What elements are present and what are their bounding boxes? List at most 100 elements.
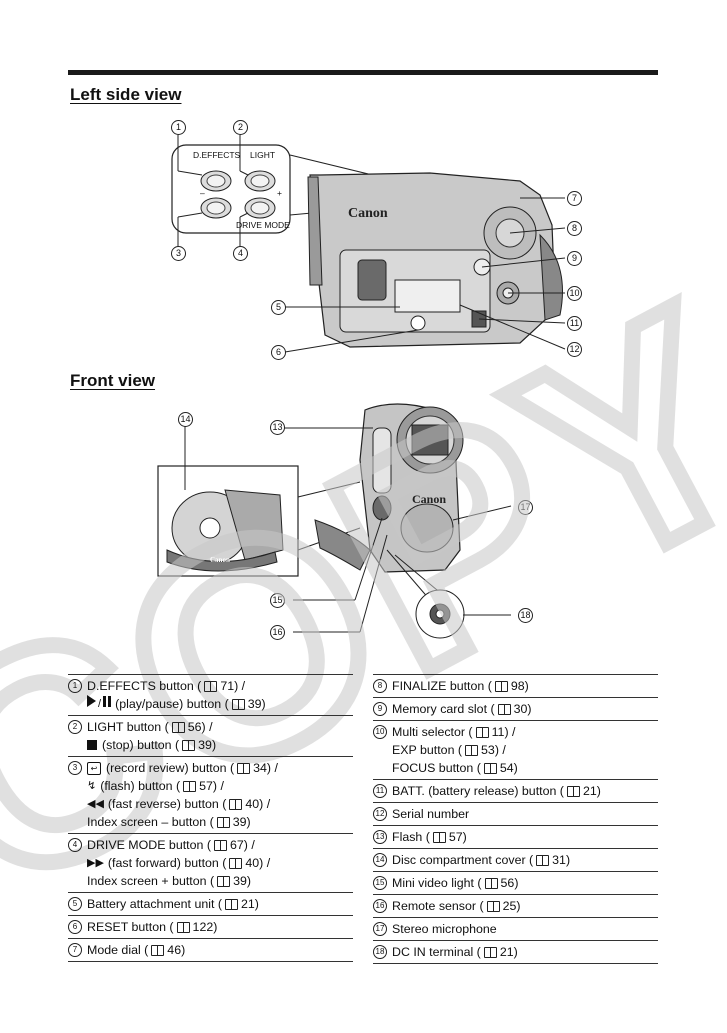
part-suffix: )	[565, 853, 571, 867]
book-icon	[566, 785, 580, 797]
part-suffix: ) /	[234, 679, 246, 693]
callout-14: 14	[178, 412, 193, 427]
plus-label: +	[277, 188, 282, 198]
book-icon	[217, 875, 231, 887]
canon-logo-front: Canon	[412, 492, 447, 506]
book-icon	[176, 921, 190, 933]
part-suffix: ) /	[266, 761, 278, 775]
part-suffix: )	[513, 945, 518, 959]
part-line: (stop) button (39)	[68, 736, 353, 754]
part-text: D.EFFECTS button (	[87, 679, 202, 693]
page-ref: 40	[245, 797, 260, 811]
page-ref: 21	[240, 897, 255, 911]
callout-3: 3	[171, 246, 186, 261]
page-ref: 54	[499, 761, 514, 775]
page-ref: 56	[500, 876, 515, 890]
part-text: Disc compartment cover (	[392, 853, 534, 867]
part-suffix: )	[181, 943, 186, 957]
part-text: Multi selector (	[392, 725, 473, 739]
page-ref: 57	[199, 779, 213, 793]
stop-icon	[87, 740, 97, 750]
part-line: EXP button (53) /	[373, 741, 658, 759]
part-text: Serial number	[392, 807, 470, 821]
book-icon	[483, 762, 497, 774]
part-text: EXP button (	[392, 743, 463, 757]
part-line: ↯(flash) button (57) /	[68, 777, 353, 795]
book-icon	[224, 898, 238, 910]
part-text: (play/pause) button (	[115, 697, 229, 711]
part-suffix: )	[524, 679, 529, 693]
d-effects-label: D.EFFECTS	[193, 150, 241, 160]
part-text: Memory card slot (	[392, 702, 495, 716]
book-icon	[497, 703, 511, 715]
part-text: (flash) button (	[100, 779, 181, 793]
part-number: 17	[373, 922, 387, 936]
callout-6: 6	[271, 345, 286, 360]
part-number: 11	[373, 784, 387, 798]
part-suffix: )	[213, 920, 218, 934]
book-icon	[483, 946, 497, 958]
book-icon	[432, 831, 446, 843]
callout-9: 9	[567, 251, 582, 266]
part-number: 16	[373, 899, 387, 913]
part-number: 9	[373, 702, 387, 716]
page-ref: 30	[513, 702, 528, 716]
book-icon	[494, 680, 508, 692]
front-view-illustration: 14 13 17 15 18 16 Canon Canon	[155, 400, 545, 645]
part-line: Index screen – button (39)	[68, 813, 353, 831]
fast-forward-icon: ▶▶	[87, 857, 104, 869]
part-number: 6	[68, 920, 82, 934]
left-side-view-title: Left side view	[70, 85, 182, 104]
page-ref: 98	[510, 679, 525, 693]
part-text: FOCUS button (	[392, 761, 481, 775]
page-ref: 31	[552, 853, 566, 867]
flash-icon: ↯	[87, 780, 97, 792]
page-ref: 67	[229, 838, 244, 852]
callout-8: 8	[567, 221, 582, 236]
part-suffix: ) /	[504, 725, 516, 739]
part-text: Mini video light (	[392, 876, 482, 890]
part-suffix: )	[596, 784, 601, 798]
callout-2: 2	[233, 120, 248, 135]
light-label: LIGHT	[250, 150, 276, 160]
part-suffix: ) /	[201, 720, 213, 734]
book-icon	[229, 798, 243, 810]
part-text: (stop) button (	[102, 738, 180, 752]
callout-15: 15	[270, 593, 285, 608]
part-number: 15	[373, 876, 387, 890]
part-line: ▶▶ (fast forward) button (40) /	[68, 854, 353, 872]
book-icon	[182, 739, 196, 751]
canon-logo-inset: Canon	[210, 556, 230, 564]
page-ref: 39	[233, 874, 247, 888]
page-ref: 34	[253, 761, 267, 775]
part-line: / (play/pause) button (39)	[68, 695, 353, 713]
part-entry-3: 3↩(record review) button (34) /↯(flash) …	[68, 756, 353, 833]
callout-4: 4	[233, 246, 248, 261]
header-rule	[68, 70, 658, 75]
book-icon	[484, 877, 498, 889]
part-suffix: )	[211, 738, 217, 752]
page-ref: 21	[582, 784, 597, 798]
book-icon	[475, 726, 489, 738]
part-text: Flash (	[392, 830, 430, 844]
book-icon	[183, 780, 197, 792]
book-icon	[216, 816, 230, 828]
